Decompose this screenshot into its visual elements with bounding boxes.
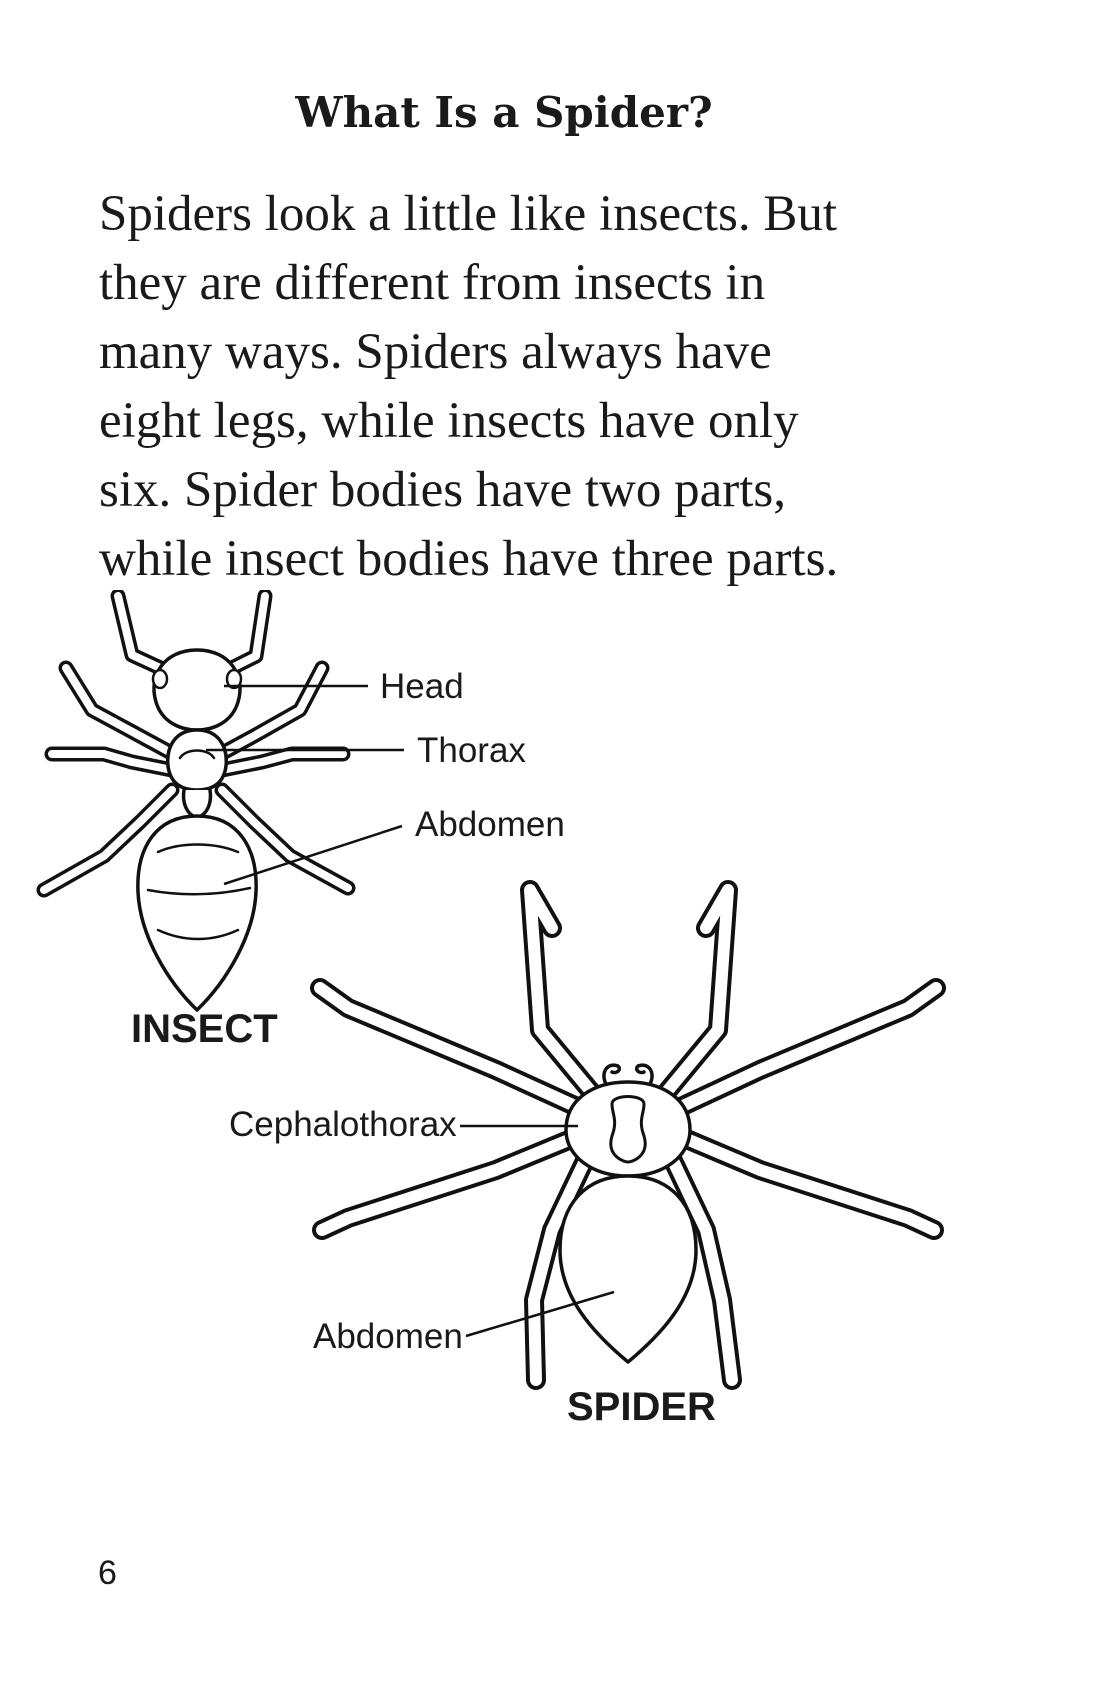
insect-thorax <box>166 728 228 820</box>
spider-pedipalps <box>602 1063 654 1086</box>
insect-caption: INSECT <box>131 1007 278 1051</box>
insect-abdomen <box>136 814 258 1012</box>
insect-leader-lines <box>206 684 404 886</box>
body-paragraph: Spiders look a little like insects. But … <box>99 180 1029 594</box>
insect-head-label: Head <box>380 667 464 706</box>
insect-illustration <box>36 590 356 1012</box>
insect-head <box>151 648 243 732</box>
page-number: 6 <box>98 1554 117 1592</box>
insect-abdomen-label: Abdomen <box>415 805 565 844</box>
body-line: six. Spider bodies have two parts, <box>99 462 786 518</box>
spider-leader-lines <box>460 1124 615 1338</box>
spider-legs <box>310 880 946 1390</box>
body-line: Spiders look a little like insects. But <box>99 186 838 242</box>
body-line: they are different from insects in <box>99 255 766 311</box>
spider-cephalothorax-label: Cephalothorax <box>229 1105 457 1144</box>
insect-thorax-label: Thorax <box>417 731 526 770</box>
spider-illustration <box>310 880 946 1390</box>
insect-legs <box>36 660 356 898</box>
spider-cephalothorax <box>564 1080 692 1178</box>
insect-spider-diagram: Head Thorax Abdomen INSECT <box>36 590 946 1429</box>
body-line: many ways. Spiders always have <box>99 324 772 380</box>
spider-abdomen <box>558 1174 698 1364</box>
body-line: while insect bodies have three parts. <box>99 531 839 587</box>
spider-caption: SPIDER <box>567 1385 716 1429</box>
page-heading: What Is a Spider? <box>295 88 713 137</box>
spider-abdomen-label: Abdomen <box>313 1317 463 1356</box>
body-line: eight legs, while insects have only <box>99 393 799 449</box>
